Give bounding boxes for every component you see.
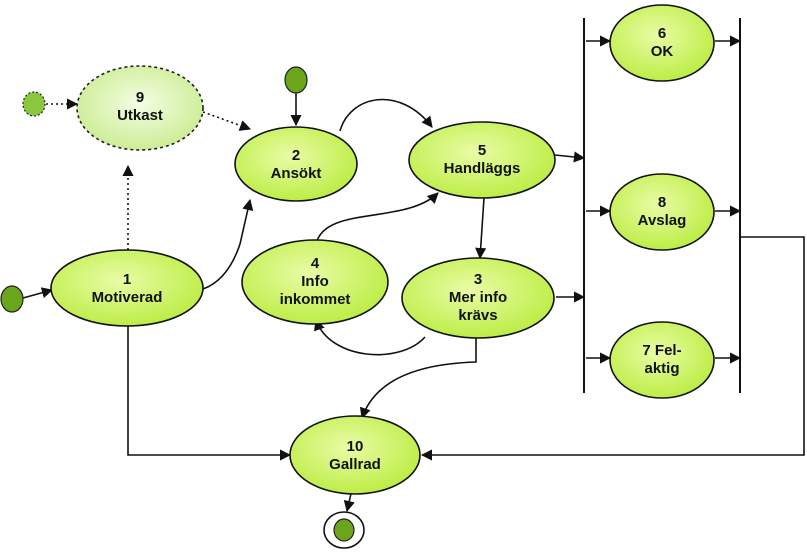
state-1-shape [50, 249, 204, 327]
state-9-shape [76, 65, 204, 151]
state-4-info-inkommet: 4 Info inkommet [241, 239, 389, 325]
state-10-name: Gallrad [329, 456, 381, 473]
state-8-shape [609, 173, 715, 251]
state-3-name-line1: Mer info [449, 289, 507, 306]
state-7-name: aktig [644, 360, 679, 377]
state-6-ok: 6 OK [609, 4, 715, 82]
edge-2-to-5 [339, 98, 433, 132]
state-10-shape [289, 415, 421, 495]
state-2-name: Ansökt [271, 165, 322, 182]
edge-9-to-2 [202, 111, 252, 131]
state-2-shape [234, 126, 358, 202]
state-1-motiverad: 1 Motiverad [50, 249, 204, 327]
state-4-name-line2: inkommet [280, 291, 351, 308]
state-4-shape [241, 239, 389, 325]
state-3-name-line2: krävs [458, 307, 497, 324]
state-8-number: 8 [658, 194, 666, 211]
initial-node-motiverad [0, 285, 24, 313]
state-1-name: Motiverad [92, 289, 163, 306]
state-7-shape [609, 321, 715, 399]
edge-3-to-4 [314, 318, 426, 356]
state-10-number: 10 [347, 438, 364, 455]
state-8-avslag: 8 Avslag [609, 173, 715, 251]
edge-5-to-3 [475, 197, 487, 260]
state-3-number: 3 [474, 271, 482, 288]
state-5-handlaggs: 5 Handläggs [408, 121, 556, 199]
edge-bar-to-10 [420, 236, 805, 461]
state-2-number: 2 [292, 147, 300, 164]
final-node-dot [333, 518, 355, 542]
state-3-mer-info-kravs: 3 Mer info krävs [401, 257, 555, 339]
state-9-utkast: 9 Utkast [76, 65, 204, 151]
state-5-shape [408, 121, 556, 199]
edge-1-to-2 [202, 198, 254, 290]
state-6-number: 6 [658, 25, 666, 42]
state-1-number: 1 [123, 271, 131, 288]
state-5-number: 5 [478, 142, 486, 159]
state-9-number: 9 [136, 89, 144, 106]
edge-start-to-1 [22, 287, 54, 299]
state-7-number: 7 Fel- [642, 342, 681, 359]
edge-4-to-5 [315, 192, 439, 245]
state-3-shape [401, 257, 555, 339]
state-5-name: Handläggs [444, 160, 521, 177]
state-2-ansokt: 2 Ansökt [234, 126, 358, 202]
state-4-number: 4 [311, 255, 320, 272]
edge-5-to-bar [554, 151, 586, 163]
initial-node-ansokt [284, 66, 308, 94]
edge-1-to-10 [127, 326, 292, 461]
edge-3-to-10 [359, 338, 477, 420]
state-4-name-line1: Info [301, 273, 329, 290]
initial-node-utkast [22, 91, 46, 117]
state-10-gallrad: 10 Gallrad [289, 415, 421, 495]
state-6-name: OK [651, 43, 674, 60]
state-9-name: Utkast [117, 107, 163, 124]
state-6-shape [609, 4, 715, 82]
state-7-felaktig: 7 Fel- aktig [609, 321, 715, 399]
state-8-name: Avslag [638, 212, 687, 229]
